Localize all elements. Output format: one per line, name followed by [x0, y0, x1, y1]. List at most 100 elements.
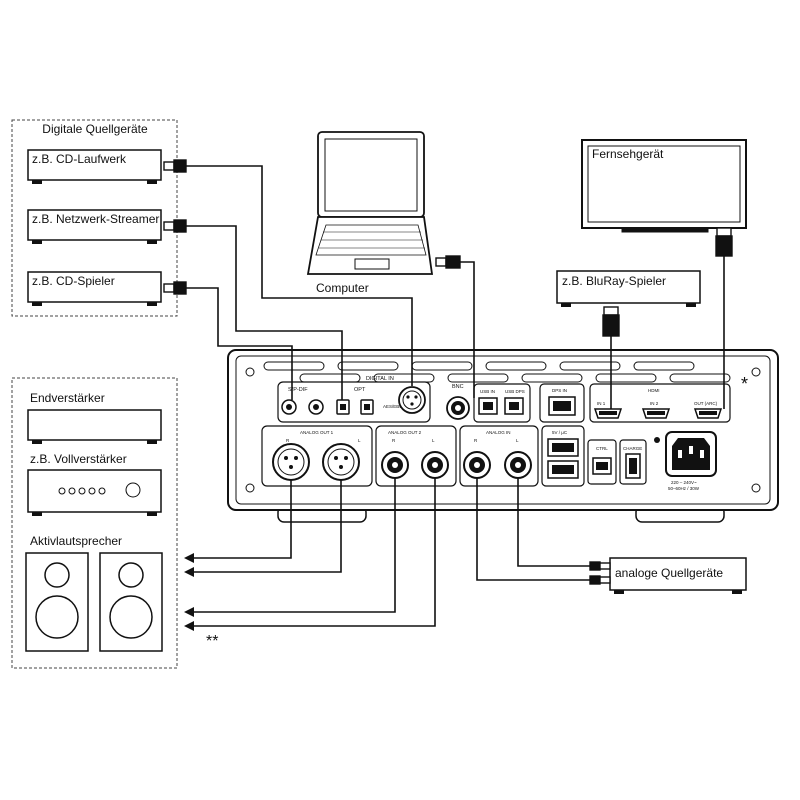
- power-amp-label: Endverstärker: [30, 391, 105, 405]
- analog-out-2-l-rca: [421, 451, 449, 479]
- spdif-1-jack: [281, 399, 297, 415]
- opt-label: OPT: [354, 387, 366, 393]
- plugs: [163, 159, 733, 585]
- spdif-2-jack: [308, 399, 324, 415]
- analog-sources-label: analoge Quellgeräte: [615, 566, 723, 580]
- speaker-right: [99, 552, 163, 652]
- analog-in-r-rca: [463, 451, 491, 479]
- tv-device: Fernsehgerät: [581, 139, 747, 233]
- cd-player-label: z.B. CD-Spieler: [32, 274, 115, 288]
- usb-dps-label: USB DPS: [505, 389, 525, 394]
- bus-label: 5V / μC: [552, 430, 568, 435]
- cd-drive-device: z.B. CD-Laufwerk: [27, 149, 162, 184]
- cable-computer-usb: [460, 261, 475, 398]
- analog-out-1-r-xlr: [272, 443, 310, 481]
- ai-r-label: R: [474, 438, 478, 443]
- bnc-label: BNC: [452, 384, 464, 390]
- ao1-l-label: L: [358, 438, 361, 443]
- charge-label: CHARGE: [623, 446, 642, 451]
- toslink-plug-streamer: [163, 219, 187, 233]
- rca-plug-analog-source-r: [589, 575, 611, 585]
- double-asterisk-note: **: [206, 633, 218, 650]
- cable-streamer-optical: [186, 225, 343, 400]
- cable-ao2-l: [192, 478, 436, 627]
- speaker-left: [25, 552, 89, 652]
- dps-in-jack: [548, 396, 576, 416]
- hdmi-in2-jack: [641, 408, 671, 419]
- arrowheads: [184, 553, 194, 631]
- ao2-l-label: L: [432, 438, 435, 443]
- ground-indicator: [654, 437, 660, 443]
- analog-out-1-label: ANALOG OUT 1: [300, 430, 334, 435]
- cables: [186, 165, 725, 627]
- hdmi-in1-label: IN 1: [597, 401, 606, 406]
- rca-plug-cd-drive: [163, 159, 187, 173]
- computer-label: Computer: [316, 281, 369, 295]
- ctrl-port: [592, 457, 612, 475]
- digital-in-label: DIGITAL IN: [366, 376, 394, 382]
- integrated-amp-label: z.B. Vollverstärker: [30, 452, 127, 466]
- analog-out-2-label: ANALOG OUT 2: [388, 430, 422, 435]
- aes-ebu-jack: [398, 386, 426, 414]
- cable-ao1-l: [192, 480, 342, 573]
- cable-cd-player-spdif: [186, 287, 293, 400]
- bluray-device: z.B. BluRay-Spieler: [556, 270, 701, 307]
- analog-out-2-r-rca: [381, 451, 409, 479]
- usb-in-label: USB IN: [480, 389, 495, 394]
- dac-rear-panel: * S/P-DIF DIGITAL IN OPT AES/EBU: [227, 349, 779, 523]
- power-inlet: [665, 431, 717, 477]
- hdmi-in2-label: IN 2: [650, 401, 659, 406]
- tv-label: Fernsehgerät: [592, 147, 664, 161]
- bus-port-1: [547, 438, 579, 457]
- hdmi-plug-bluray: [602, 306, 620, 337]
- cd-drive-label: z.B. CD-Laufwerk: [32, 152, 127, 166]
- network-streamer-device: z.B. Netzwerk-Streamer: [27, 209, 162, 244]
- rca-plug-cd-player: [163, 281, 187, 295]
- hdmi-plug-tv: [715, 227, 733, 257]
- cable-analog-in-r: [476, 478, 590, 581]
- spdif-label: S/P-DIF: [288, 387, 308, 393]
- rca-plug-analog-source-l: [589, 561, 611, 571]
- active-speakers-device: Aktivlautsprecher: [25, 534, 163, 652]
- power-amp-device: Endverstärker: [27, 391, 162, 444]
- computer-device: Computer: [306, 131, 434, 295]
- aes-ebu-label: AES/EBU: [383, 404, 403, 409]
- analog-in-l-rca: [504, 451, 532, 479]
- active-speakers-label: Aktivlautsprecher: [30, 534, 122, 548]
- cable-ao2-r: [192, 478, 396, 613]
- ao1-r-label: R: [286, 438, 290, 443]
- hdmi-out-arc-jack: [693, 408, 723, 419]
- power-spec-line-2: 50–60Hz / 30W: [668, 486, 700, 491]
- network-streamer-label: z.B. Netzwerk-Streamer: [32, 212, 159, 226]
- usb-dps-jack: [504, 397, 524, 415]
- bus-port-2: [547, 460, 579, 479]
- usb-plug-computer: [435, 255, 461, 269]
- cable-ao1-r: [192, 480, 292, 559]
- usb-in-jack: [478, 397, 498, 415]
- power-spec-line-1: 220 – 240V~: [671, 480, 697, 485]
- ao2-r-label: R: [392, 438, 396, 443]
- optical-1-jack: [336, 399, 350, 415]
- ctrl-label: CTRL: [596, 446, 608, 451]
- digital-sources-group: Digitale Quellgeräte z.B. CD-Laufwerk z.…: [11, 119, 178, 317]
- asterisk-note: *: [741, 374, 748, 394]
- bluray-label: z.B. BluRay-Spieler: [562, 274, 666, 288]
- cable-cd-drive-aes: [186, 165, 413, 386]
- optical-2-jack: [360, 399, 374, 415]
- hdmi-out-label: OUT (ARC): [694, 401, 718, 406]
- analog-sources-device: analoge Quellgeräte: [609, 557, 747, 594]
- integrated-amp-device: z.B. Vollverstärker: [27, 452, 162, 516]
- hdmi-in1-jack: [593, 408, 623, 419]
- bnc-jack: [446, 396, 470, 420]
- cd-player-device: z.B. CD-Spieler: [27, 271, 162, 306]
- ai-l-label: L: [516, 438, 519, 443]
- hdmi-label: HDMI: [648, 388, 660, 393]
- cable-analog-in-l: [517, 478, 590, 567]
- charge-port: [625, 453, 641, 479]
- output-devices-group: Endverstärker z.B. Vollverstärker Aktivl…: [11, 377, 178, 669]
- analog-out-1-l-xlr: [322, 443, 360, 481]
- dps-in-label: DPS IN: [552, 388, 567, 393]
- analog-in-label: ANALOG IN: [486, 430, 511, 435]
- digital-sources-title: Digitale Quellgeräte: [42, 122, 148, 136]
